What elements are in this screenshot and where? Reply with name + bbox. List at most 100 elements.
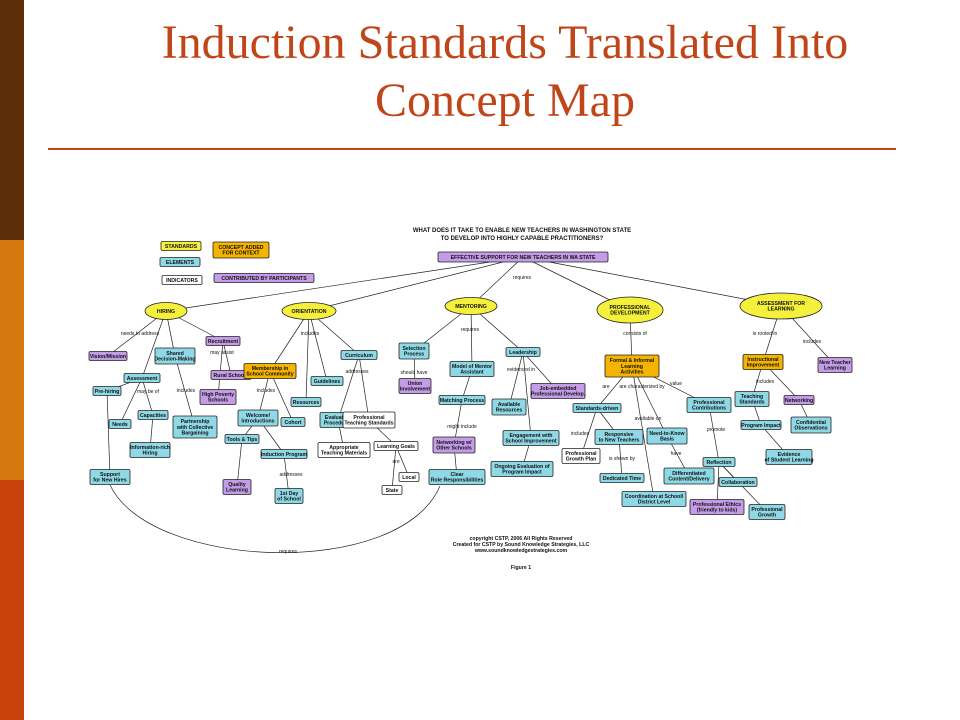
node-learngoals: Learning Goals	[373, 441, 419, 451]
node-dedtime-line-1: Dedicated Time	[603, 476, 641, 482]
node-partnership-line-2: with Collective	[176, 425, 213, 431]
node-inforich-line-2: Hiring	[143, 451, 158, 457]
link-label-needs-to-address: needs to address	[121, 331, 160, 337]
legend-standards-line-1: STANDARDS	[165, 244, 198, 250]
node-highpoverty-line-1: High Poverty	[202, 392, 234, 398]
node-profdev-line-1: PROFESSIONAL	[610, 305, 652, 311]
node-partnership-line-3: Bargaining	[181, 430, 208, 436]
edge-formal-needtoknow	[631, 365, 668, 437]
edge-leadership-engagement	[522, 351, 532, 439]
node-capacities: Capacities	[137, 410, 169, 420]
node-assessment-line-2: LEARNING	[767, 307, 794, 313]
accent-bar-bottom	[0, 480, 24, 720]
node-ethics: Professional Ethics(friendly to kids)	[689, 499, 745, 515]
node-needs: Needs	[108, 419, 132, 429]
node-coordination-line-2: District Level	[638, 500, 671, 506]
node-vision: Vision/Mission	[88, 351, 128, 361]
legend-contributed-by-participants-line-1: CONTRIBUTED BY PARTICIPANTS	[221, 276, 307, 282]
link-label-consists-of: consists of	[623, 331, 647, 337]
node-teachstd-line-2: Standards	[739, 400, 764, 406]
node-networking-line-2: Other Schools	[436, 446, 472, 452]
node-clearrole-line-1: Clear	[451, 472, 464, 478]
node-assessment-line-1: ASSESSMENT FOR	[757, 301, 805, 307]
node-local: Local	[398, 472, 420, 482]
node-vision-line-1: Vision/Mission	[90, 354, 126, 360]
figure-label: Figure 1	[511, 565, 531, 571]
node-newtl-line-2: Learning	[824, 366, 846, 372]
slide-title-line-2: Concept Map	[375, 74, 635, 127]
node-cohort-line-1: Cohort	[285, 420, 302, 426]
map-question-line-2: TO DEVELOP INTO HIGHLY CAPABLE PRACTITIO…	[441, 236, 604, 242]
node-leadership-line-1: Leadership	[509, 350, 537, 356]
node-needs-line-1: Needs	[112, 422, 128, 428]
link-label-evidenced-in: evidenced in	[507, 367, 535, 373]
node-formal-line-3: Activities	[620, 369, 643, 375]
link-label-available-on: available on	[635, 416, 662, 422]
node-needtoknow-line-2: Basis	[660, 437, 674, 443]
node-networking-line-1: Networking w/	[436, 440, 472, 446]
link-label-are: are	[602, 384, 609, 390]
node-leadership: Leadership	[505, 347, 541, 357]
link-label-may-assist: may assist	[210, 350, 234, 356]
node-curriculum: Curriculum	[340, 350, 378, 360]
node-engagement-line-1: Engagement with	[510, 433, 553, 439]
node-reflection: Reflection	[702, 457, 736, 467]
edge-toolstips-quality	[236, 438, 243, 488]
node-profgrowth-line-2: Growth	[758, 513, 776, 519]
node-profcontrib-line-1: Professional	[693, 400, 725, 406]
edge-curriculum-profstd	[358, 354, 370, 421]
node-availres-line-1: Available	[498, 402, 521, 408]
node-teachstd-line-1: Teaching	[741, 394, 763, 400]
node-ethics-line-2: (friendly to kids)	[697, 508, 738, 514]
node-responsive-line-2: to New Teachers	[599, 438, 640, 444]
node-networkinga: Networking	[783, 395, 815, 405]
accent-bar-top	[0, 0, 24, 240]
node-formal-line-2: Learning	[621, 364, 643, 370]
node-growthplan-line-1: Professional	[565, 451, 597, 457]
node-prehiring-line-1: Pre-hiring	[95, 389, 120, 395]
edge-root-hiring	[165, 256, 524, 312]
node-growthplan-line-2: Growth Plan	[566, 457, 597, 463]
edge-root-assessment	[522, 256, 782, 307]
node-toolstips: Tools & Tips	[224, 434, 260, 444]
node-support-line-1: Support	[100, 472, 120, 478]
node-recruitment: Recruitment	[205, 336, 241, 346]
node-confidential-line-1: Confidential	[796, 420, 827, 426]
link-label-requires-b: requires	[279, 549, 298, 555]
map-question-line-1: WHAT DOES IT TAKE TO ENABLE NEW TEACHERS…	[413, 228, 631, 234]
node-differentiated-line-1: Differentiated	[672, 471, 705, 477]
edge-support-clearrole	[109, 484, 441, 553]
accent-bar-middle	[0, 240, 24, 480]
node-shared-line-1: Shared	[166, 351, 184, 357]
node-partnership-line-1: Partnership	[181, 419, 210, 425]
edge-root-orientation	[308, 256, 524, 312]
node-approp-line-2: Teaching Materials	[321, 451, 367, 457]
legend-elements-line-1: ELEMENTS	[166, 260, 195, 266]
node-hiring-line-1: HIRING	[157, 309, 175, 315]
node-shared-line-2: Decision-Making	[154, 357, 195, 363]
node-engagement-line-2: School Improvement	[505, 439, 557, 445]
link-label-value: value	[670, 381, 682, 387]
link-label-includes-m: includes	[257, 388, 276, 394]
node-model-line-1: Model of Mentor	[452, 364, 492, 370]
node-cohort: Cohort	[280, 417, 306, 427]
link-label-includes-a: includes	[803, 339, 822, 345]
legend-indicators-line-1: INDICATORS	[166, 278, 198, 284]
link-label-promote: promote	[707, 427, 726, 433]
